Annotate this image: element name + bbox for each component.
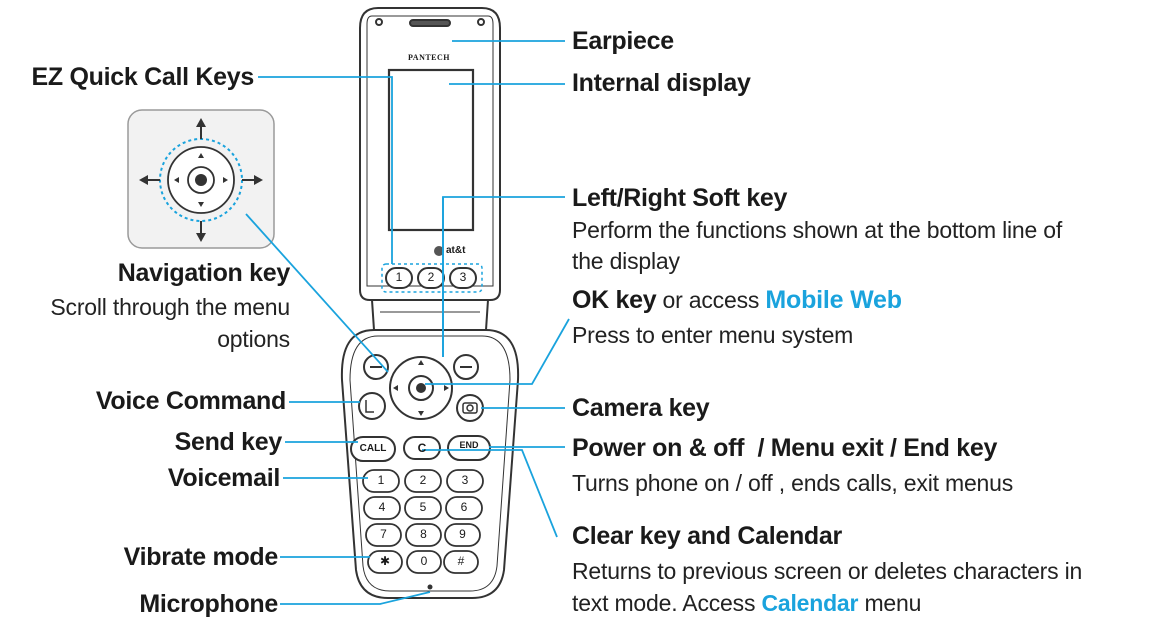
soft-key-title: Left/Right Soft key <box>572 184 788 212</box>
navigation-callout-line <box>245 213 389 373</box>
key-8[interactable]: 8 <box>420 527 427 541</box>
navigation-key-title: Navigation key <box>117 259 291 287</box>
key-7[interactable]: 7 <box>380 527 387 541</box>
power-key-title: Power on & off / Menu exit / End key <box>572 434 998 462</box>
phone-upper-flip <box>359 7 501 301</box>
voice-command-label: Voice Command <box>95 387 286 415</box>
ok-key-title: OK key <box>572 286 657 314</box>
clear-key-desc-line1: Returns to previous screen or deletes ch… <box>572 558 1083 584</box>
key-1[interactable]: 1 <box>377 473 385 487</box>
ez-quick-call-label: EZ Quick Call Keys <box>31 63 255 91</box>
navigation-key-inset <box>127 109 275 249</box>
key-star[interactable]: ✱ <box>379 554 391 568</box>
mobile-web-link: Mobile Web <box>765 286 902 314</box>
callout-lines <box>245 40 570 605</box>
key-hash[interactable]: # <box>457 554 465 568</box>
camera-key-label: Camera key <box>572 394 710 422</box>
key-0[interactable]: 0 <box>420 554 428 568</box>
quick-key-3[interactable]: 3 <box>459 270 467 284</box>
key-3[interactable]: 3 <box>461 473 469 487</box>
vibrate-mode-label: Vibrate mode <box>123 543 279 571</box>
calendar-link: Calendar <box>761 590 859 616</box>
quick-key-1[interactable]: 1 <box>395 270 403 284</box>
phone-lower-body <box>340 329 520 599</box>
brand-logo: PANTECH <box>408 53 451 62</box>
clear-key[interactable]: C <box>417 441 427 455</box>
quick-key-2[interactable]: 2 <box>427 270 435 284</box>
clear-key-desc-line2: text mode. Access Calendar menu <box>572 588 921 618</box>
clear-key-title: Clear key and Calendar <box>572 522 842 550</box>
ok-key-callout-line <box>425 318 570 385</box>
voicemail-label: Voicemail <box>167 464 280 492</box>
ok-key-desc: Press to enter menu system <box>572 322 854 348</box>
clear-key-desc-suffix: menu <box>858 590 922 616</box>
soft-key-desc-line2: the display <box>572 248 680 274</box>
clear-key-desc-prefix: text mode. Access <box>572 590 762 616</box>
send-key-label: Send key <box>174 428 283 456</box>
navigation-key-desc-line1: Scroll through the menu <box>50 294 290 320</box>
end-key[interactable]: END <box>459 440 479 450</box>
key-2[interactable]: 2 <box>419 473 427 487</box>
power-key-desc: Turns phone on / off , ends calls, exit … <box>572 470 1014 496</box>
clear-key-callout-line <box>422 449 558 538</box>
ez-quick-call-callout-line <box>258 76 393 264</box>
key-6[interactable]: 6 <box>460 500 468 514</box>
key-9[interactable]: 9 <box>459 527 466 541</box>
ok-key-title-line: OK key or access Mobile Web <box>572 285 902 315</box>
soft-key-desc-line1: Perform the functions shown at the botto… <box>572 217 1063 243</box>
microphone-label: Microphone <box>139 590 278 618</box>
internal-display-label: Internal display <box>572 69 751 97</box>
carrier-logo: at&t <box>446 245 466 256</box>
key-4[interactable]: 4 <box>378 500 386 514</box>
key-5[interactable]: 5 <box>419 500 427 514</box>
call-key[interactable]: CALL <box>359 443 387 454</box>
navigation-key-desc-line2: options <box>217 326 290 352</box>
earpiece-label: Earpiece <box>572 27 674 55</box>
phone-hinge <box>370 299 490 331</box>
microphone-callout-line <box>280 591 431 605</box>
ok-key-middle: or access <box>656 287 766 313</box>
